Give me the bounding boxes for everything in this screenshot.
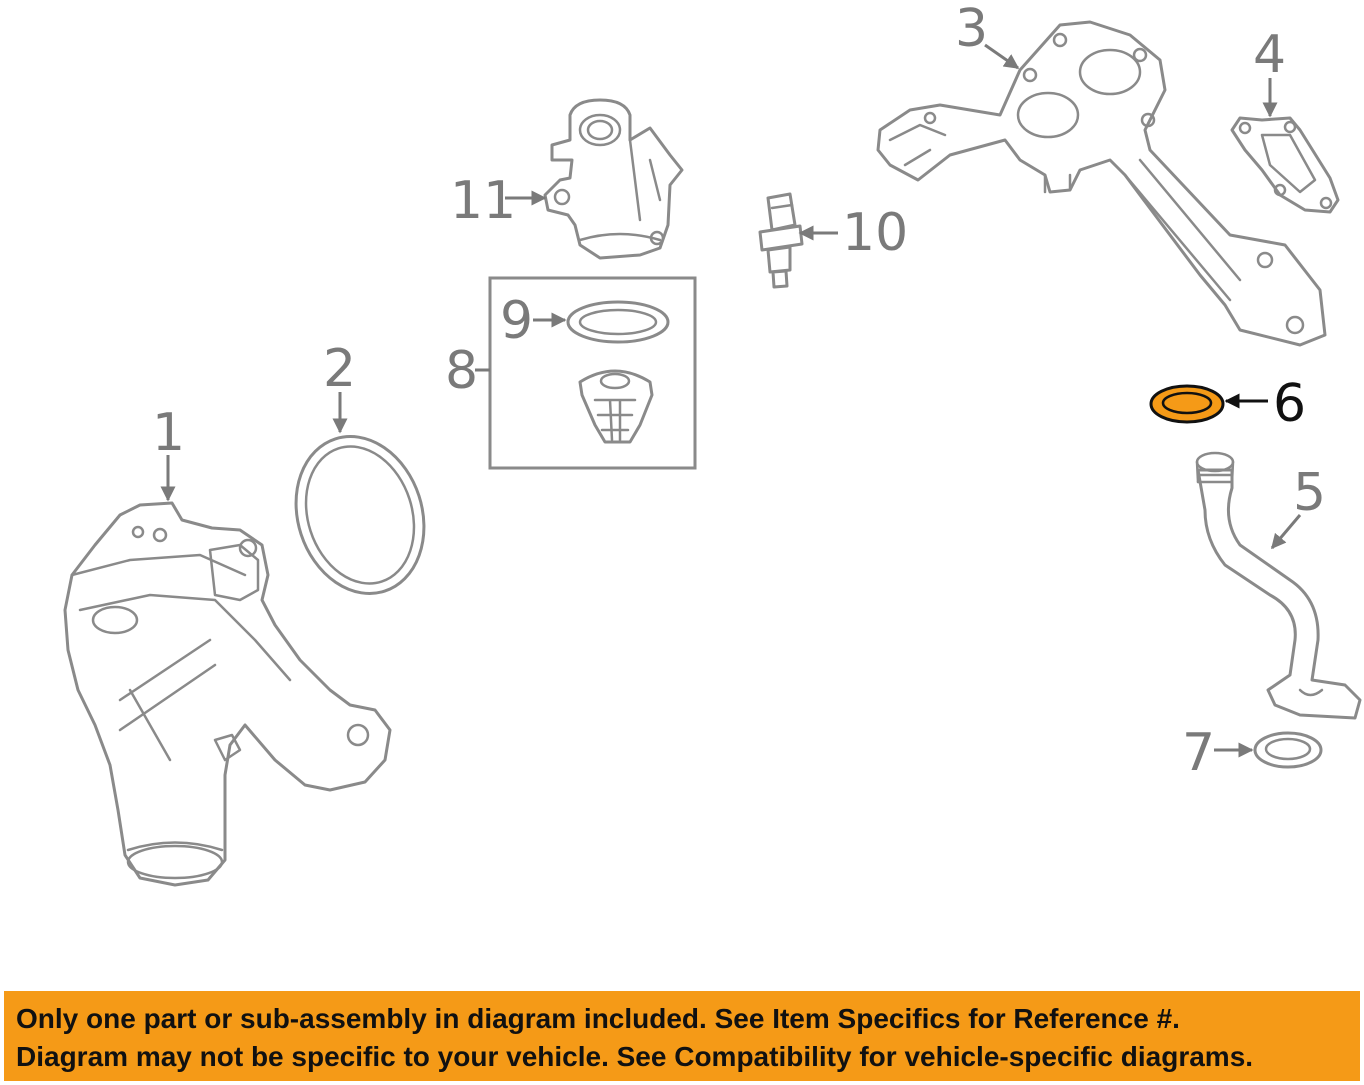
- part-8-kit-box: [488, 276, 697, 470]
- callout-8: 8: [445, 341, 478, 401]
- callout-10: 10: [842, 203, 908, 263]
- part-7-small-oring: [1253, 731, 1323, 769]
- arrow-5: [1270, 514, 1302, 550]
- callout-11: 11: [450, 171, 516, 231]
- callout-9: 9: [500, 291, 533, 351]
- callout-2: 2: [323, 339, 356, 399]
- callout-6: 6: [1273, 374, 1306, 434]
- callout-1: 1: [152, 403, 185, 463]
- thermostat-body: [578, 369, 654, 444]
- callout-7: 7: [1182, 723, 1215, 783]
- part-10-temp-sensor: [758, 192, 804, 289]
- part-11-thermostat-housing: [543, 98, 684, 260]
- callout-3: 3: [955, 0, 988, 59]
- disclaimer-banner: Only one part or sub-assembly in diagram…: [4, 991, 1360, 1081]
- part-2-gasket-ring: [294, 435, 426, 595]
- banner-line-1: Only one part or sub-assembly in diagram…: [16, 1003, 1180, 1034]
- part-5-pickup-tube: [1195, 451, 1362, 720]
- parts-diagram: 1 2 3 4 5: [63, 0, 1362, 887]
- part-4-flange-gasket: [1230, 116, 1340, 214]
- part-6-oring-highlighted: [1149, 384, 1225, 424]
- banner-line-2: Diagram may not be specific to your vehi…: [16, 1041, 1254, 1072]
- callout-4: 4: [1253, 25, 1286, 85]
- part-1-pump-housing: [63, 501, 392, 887]
- part-9-thermostat-seal: [566, 300, 670, 344]
- callout-5: 5: [1293, 463, 1326, 523]
- part-3-pump-body: [876, 20, 1327, 347]
- arrow-3: [984, 43, 1020, 70]
